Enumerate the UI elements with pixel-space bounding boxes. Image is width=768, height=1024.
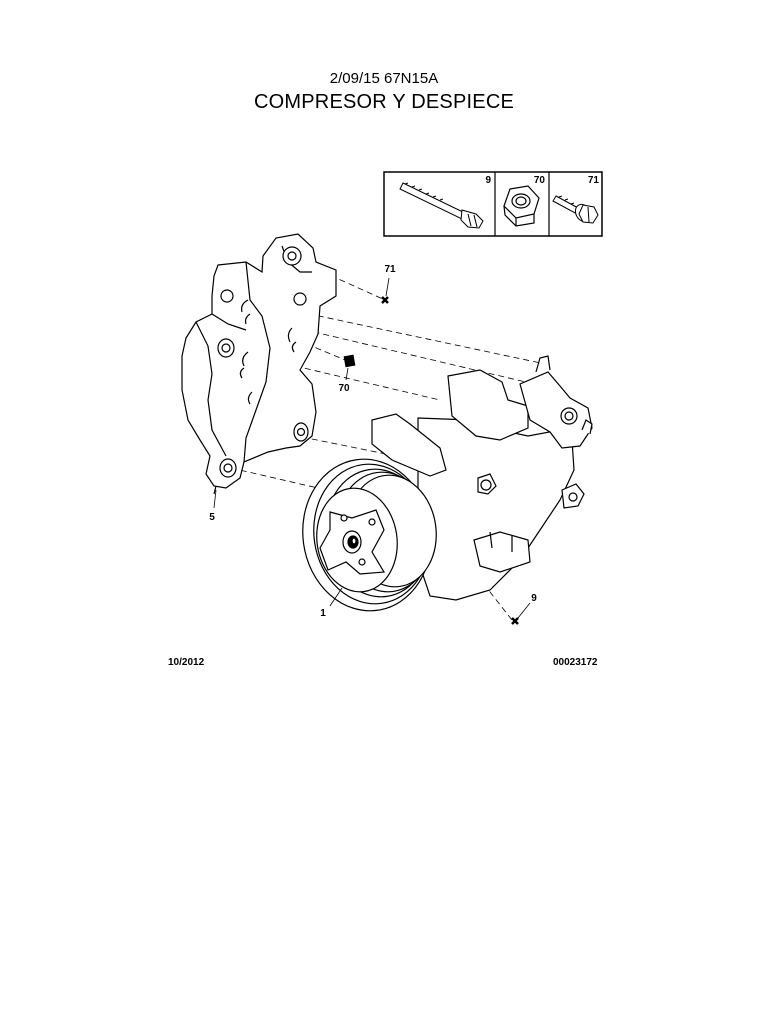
callout-70: 70	[338, 383, 350, 394]
ac-compressor	[302, 355, 593, 612]
leader-lines	[213, 277, 531, 619]
flange-screw-icon	[552, 195, 599, 224]
legend-ref-71: 71	[588, 175, 600, 186]
footer-date: 10/2012	[168, 657, 205, 668]
long-bolt-icon	[399, 182, 484, 229]
mounting-bracket	[181, 233, 337, 495]
fastener-markers	[343, 296, 519, 625]
callout-71: 71	[384, 264, 396, 275]
callout-9: 9	[531, 593, 537, 604]
callout-5: 5	[209, 512, 215, 523]
footer-reference: 00023172	[553, 657, 598, 668]
legend-ref-70: 70	[534, 175, 546, 186]
legend-ref-9: 9	[485, 175, 491, 186]
document-code: 2/09/15 67N15A	[329, 70, 439, 87]
hex-nut-icon	[503, 185, 540, 227]
page-title: COMPRESOR Y DESPIECE	[254, 91, 514, 113]
callout-1: 1	[320, 608, 326, 619]
fastener-legend: 9 70 71	[383, 171, 603, 237]
